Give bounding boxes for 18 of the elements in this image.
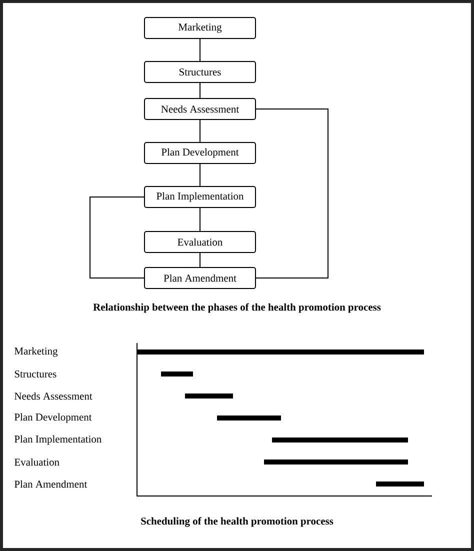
connector-line (256, 108, 328, 278)
process-box: Plan Development (144, 142, 256, 164)
process-box: Evaluation (144, 231, 256, 253)
process-box: Needs Assessment (144, 98, 256, 120)
connector-line (90, 196, 144, 278)
row-label: Plan Development (14, 413, 92, 423)
process-box: Plan Implementation (144, 186, 256, 208)
process-box: Structures (144, 61, 256, 83)
row-label: Plan Implementation (14, 435, 102, 445)
process-box: Plan Amendment (144, 267, 256, 289)
row-label: Marketing (14, 347, 58, 357)
caption: Scheduling of the health promotion process (141, 517, 334, 527)
row-label: Plan Amendment (14, 480, 88, 488)
row-label: Evaluation (14, 458, 60, 466)
row-label: Structures (14, 370, 56, 378)
caption: Relationship between the phases of the health promotion process (93, 303, 381, 313)
row-label: Needs Assessment (14, 392, 92, 400)
process-box: Marketing (144, 17, 256, 39)
